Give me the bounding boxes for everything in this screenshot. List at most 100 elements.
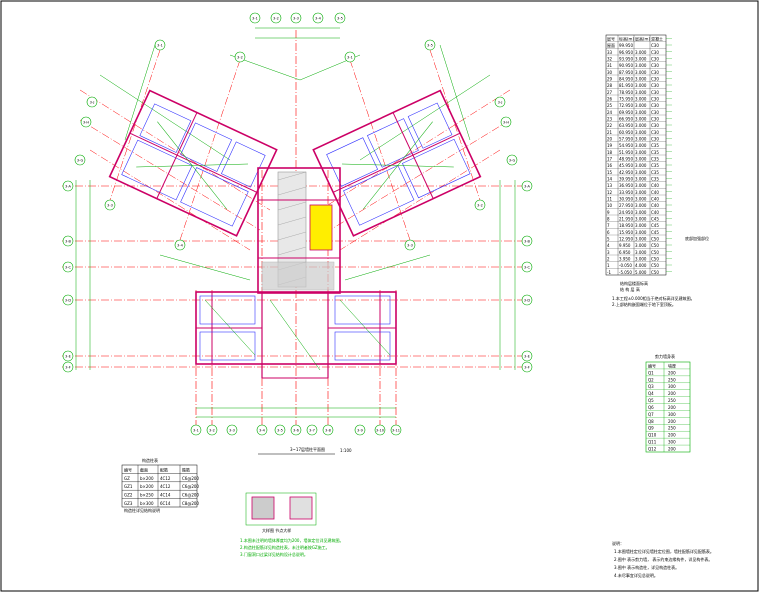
svg-text:3-2: 3-2 <box>237 55 243 59</box>
wall-table-cell: Q5 <box>648 398 654 403</box>
floor-table-cell: 3.000 <box>635 70 647 75</box>
wall-table-cell: 200 <box>668 433 676 438</box>
floor-table-side-label: 底部加强部位 <box>685 235 709 241</box>
svg-text:3-F: 3-F <box>524 365 530 369</box>
svg-text:3-1: 3-1 <box>157 43 163 47</box>
floor-plan: 3-13-23-33-43-53-13-23-33-43-53-63-73-83… <box>62 12 533 436</box>
svg-text:3-5: 3-5 <box>277 428 283 432</box>
central-core <box>257 167 341 294</box>
svg-text:3-J: 3-J <box>498 100 503 104</box>
column-legend-cell: GZ3 <box>124 501 133 506</box>
axis-bubble-left: 3-J <box>86 96 98 108</box>
axis-bubble-bottom: 3-6 <box>290 424 302 436</box>
wall-table-cell: Q11 <box>648 440 657 445</box>
floor-table-cell: 3.000 <box>635 163 647 168</box>
column-legend-title: 构造柱表 <box>142 457 158 463</box>
floor-table-header: 混凝土 <box>651 35 663 41</box>
floor-table-cell: C50 <box>651 250 659 255</box>
floor-table-cell: 3.000 <box>635 83 647 88</box>
svg-text:3-B: 3-B <box>65 239 71 243</box>
floor-table-cell: 3.000 <box>635 156 647 161</box>
floor-table-cell: 3.000 <box>635 130 647 135</box>
floor-table-cell: C35 <box>651 170 659 175</box>
floor-table-cell: -1 <box>607 270 611 275</box>
floor-table-cell: C35 <box>651 176 659 181</box>
floor-table-cell: 84.950 <box>619 76 633 81</box>
floor-table-cell: 3.000 <box>635 90 647 95</box>
floor-table-cell: 28 <box>607 83 613 88</box>
floor-table-cell: C30 <box>651 76 659 81</box>
dimension-lines <box>75 27 516 418</box>
floor-table-cell: -5.050 <box>619 270 632 275</box>
axis-bubble-top: 3-3 <box>290 12 302 24</box>
svg-text:3-F: 3-F <box>65 365 71 369</box>
column-legend-cell: 4C12 <box>160 476 171 481</box>
floor-table-note-title: 结构层楼面标高 <box>620 280 648 286</box>
floor-table-cell: 18 <box>607 150 613 155</box>
floor-table-cell: 3.000 <box>635 250 647 255</box>
floor-table-cell: 屋面 <box>607 42 615 48</box>
floor-table-cell: 90.950 <box>619 63 633 68</box>
floor-table-cell: C30 <box>651 123 659 128</box>
axis-bubble-wing: 3-3 <box>104 199 116 211</box>
svg-text:3-10: 3-10 <box>376 428 384 432</box>
general-note-line: 1.本图墙柱定位详见墙柱定位图，墙柱配筋详见配筋表。 <box>614 548 714 554</box>
axis-bubble-right: 3-F <box>521 361 533 373</box>
floor-table-cell: 2 <box>607 256 610 261</box>
wall-table-header: 编号 <box>648 362 656 368</box>
floor-table-cell: 3.000 <box>635 236 647 241</box>
axis-bubble-left: 3-H <box>80 116 92 128</box>
floor-table-cell: 25 <box>607 103 613 108</box>
floor-table-cell: 7 <box>607 223 610 228</box>
floor-table-cell: 3.000 <box>635 190 647 195</box>
floor-table-cell: 3.000 <box>635 110 647 115</box>
column-legend-cell: b×200 <box>140 484 154 489</box>
svg-text:3-A: 3-A <box>524 184 530 188</box>
detail-note: 2.构造柱配筋详见构造柱表，未注明者按GZ施工。 <box>240 544 330 550</box>
axis-bubble-wing: 3-2 <box>474 199 486 211</box>
wall-table-cell: Q2 <box>648 377 654 382</box>
column-legend-header: 编号 <box>124 466 132 472</box>
right-wing <box>312 89 482 237</box>
wall-table-cell: 250 <box>668 398 676 403</box>
floor-table-cell: 60.950 <box>619 130 633 135</box>
svg-text:3-4: 3-4 <box>315 16 321 20</box>
floor-table-cell: 69.950 <box>619 110 633 115</box>
svg-text:3-5: 3-5 <box>427 43 433 47</box>
svg-text:3-4: 3-4 <box>259 428 265 432</box>
floor-table-cell: 18.950 <box>619 223 633 228</box>
axis-bubble-left: 3-E <box>62 350 74 362</box>
floor-table-cell: 6.950 <box>619 250 631 255</box>
svg-text:3-3: 3-3 <box>293 16 299 20</box>
axis-bubble-bottom: 3-3 <box>226 424 238 436</box>
column-legend-cell: b×250 <box>140 493 154 498</box>
wall-table-cell: 250 <box>668 426 676 431</box>
axis-bubble-wing: 3-5 <box>424 39 436 51</box>
floor-table-cell: 3.000 <box>635 183 647 188</box>
floor-table-cell: 5 <box>607 236 610 241</box>
wall-table-cell: 200 <box>668 370 676 375</box>
floor-table-cell: C50 <box>651 256 659 261</box>
svg-text:3-5: 3-5 <box>337 16 343 20</box>
floor-table-cell: 27.950 <box>619 203 633 208</box>
floor-table-cell: 12.950 <box>619 236 633 241</box>
horizontal-axis-lines <box>62 185 530 368</box>
axis-bubble-top: 3-1 <box>249 12 261 24</box>
floor-table-cell: C30 <box>651 56 659 61</box>
floor-table-cell: 3.000 <box>635 50 647 55</box>
floor-table-cell: 3.000 <box>635 63 647 68</box>
wall-table-cell: Q9 <box>648 426 654 431</box>
floor-table-cell: 9 <box>607 210 610 215</box>
floor-table-cell: C45 <box>651 216 659 221</box>
floor-table-cell: 24 <box>607 110 613 115</box>
floor-table-cell: 3.000 <box>635 256 647 261</box>
floor-table-cell: 3.000 <box>635 123 647 128</box>
lower-block <box>195 291 397 379</box>
floor-table-cell: C45 <box>651 230 659 235</box>
floor-table-cell: 3.000 <box>635 170 647 175</box>
floor-table-cell: 3 <box>607 250 610 255</box>
axis-bubble-right: 3-D <box>521 294 533 306</box>
